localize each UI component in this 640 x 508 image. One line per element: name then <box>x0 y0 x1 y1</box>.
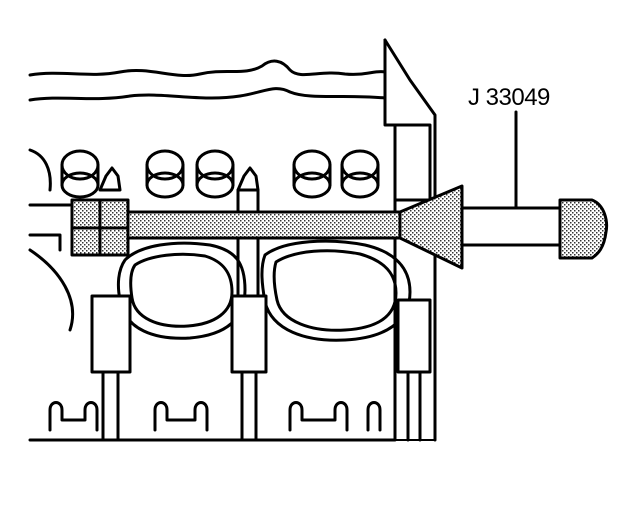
deck-line <box>28 203 72 252</box>
head-top-edge-inner <box>28 87 387 102</box>
tool-knob <box>558 198 609 260</box>
block-right-inner <box>393 123 432 202</box>
block-right-flange <box>383 38 437 442</box>
bore-2-outer <box>260 239 412 342</box>
head-top-edge <box>28 59 387 78</box>
head-bolt-pillars <box>90 166 432 442</box>
tool-callout-label: J 33049 <box>468 84 550 111</box>
pillar-2 <box>230 294 268 374</box>
cutout-4 <box>366 401 382 432</box>
pillar-2-upper <box>236 188 260 297</box>
tool-rod <box>460 206 562 247</box>
block-bottom-cutouts <box>48 401 382 432</box>
cutout-3 <box>288 401 349 432</box>
cutout-2 <box>153 401 209 432</box>
pillar-3 <box>396 298 432 374</box>
tool-shaft <box>126 210 402 240</box>
tool-cone <box>398 184 464 270</box>
cutout-1 <box>48 401 99 432</box>
bore-2-inner <box>272 249 398 332</box>
bore-1-outer <box>116 241 247 340</box>
tool-j33049 <box>70 184 609 270</box>
valve-guides-row <box>60 149 380 199</box>
pillar-2-cap <box>236 166 260 192</box>
pillar-1-cap <box>98 166 122 192</box>
pillar-1 <box>90 294 132 374</box>
bore-1-inner <box>129 252 234 328</box>
left-partial-bore <box>28 148 75 332</box>
